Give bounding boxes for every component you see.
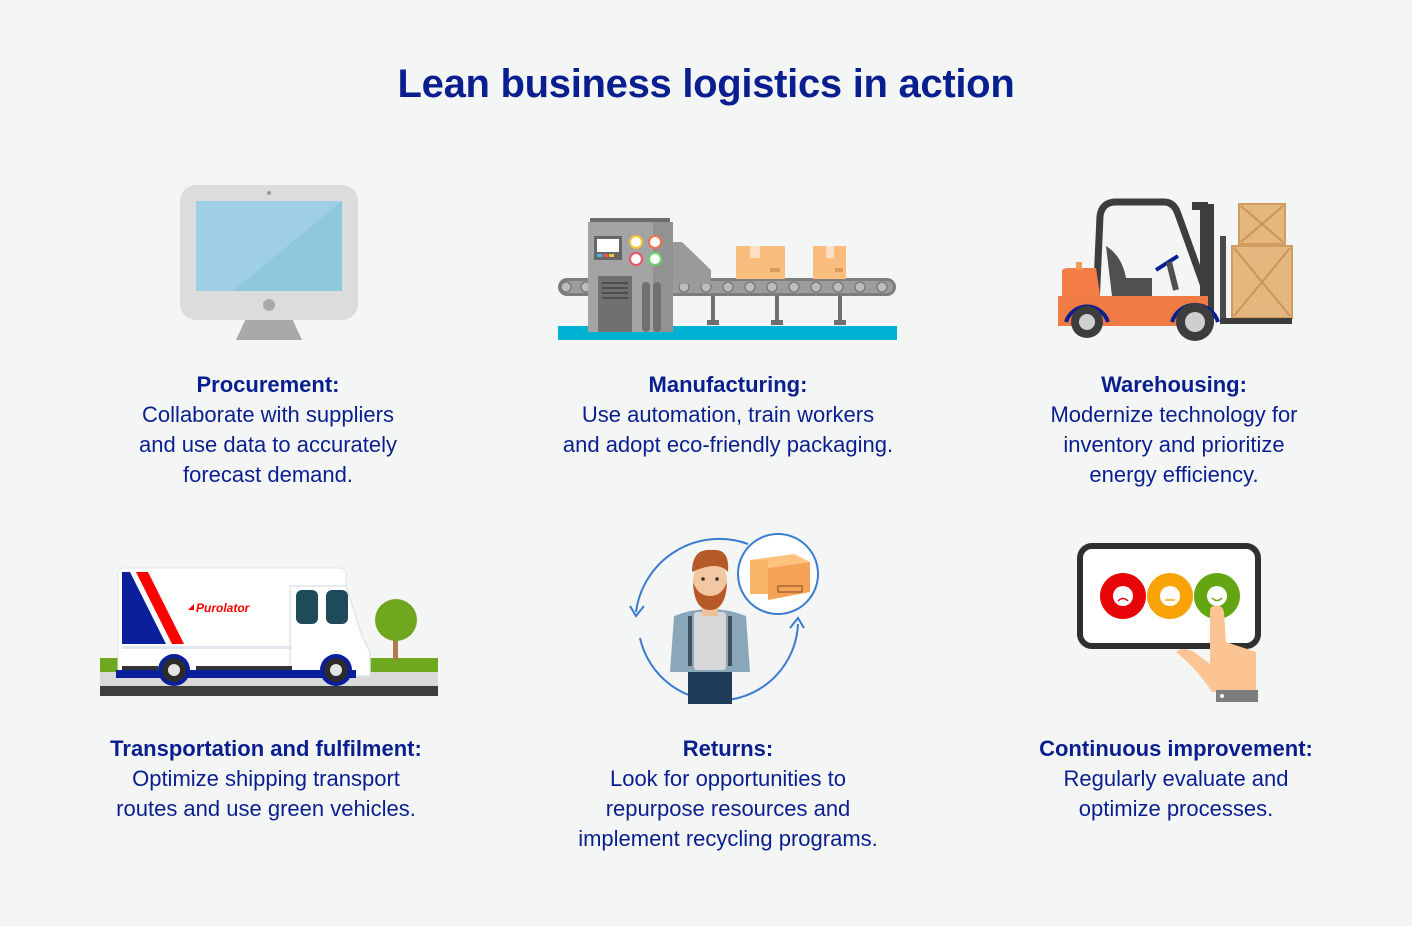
returns-line: Look for opportunities to bbox=[609, 766, 847, 791]
manufacturing-text: Manufacturing: Use automation, train wor… bbox=[498, 370, 958, 460]
page-title: Lean business logistics in action bbox=[397, 62, 1015, 106]
warehousing-heading: Warehousing: bbox=[1101, 372, 1247, 397]
manufacturing-line: Use automation, train workers bbox=[581, 402, 875, 427]
conveyor-machine-icon bbox=[558, 218, 897, 340]
transportation-text: Transportation and fulfilment: Optimize … bbox=[36, 734, 496, 824]
procurement-text: Procurement: Collaborate with suppliers … bbox=[38, 370, 498, 490]
warehousing-line: Modernize technology for bbox=[1050, 402, 1298, 427]
returns-line: implement recycling programs. bbox=[578, 826, 878, 851]
returns-line: repurpose resources and bbox=[605, 796, 851, 821]
manufacturing-line: and adopt eco-friendly packaging. bbox=[562, 432, 894, 457]
feedback-rating-icon bbox=[1077, 543, 1261, 702]
computer-monitor-icon bbox=[180, 185, 358, 340]
continuous-improvement-line: optimize processes. bbox=[1078, 796, 1274, 821]
transportation-line: routes and use green vehicles. bbox=[116, 796, 416, 821]
truck-brand-label: Purolator bbox=[196, 601, 251, 615]
returns-text: Returns: Look for opportunities to repur… bbox=[498, 734, 958, 854]
returns-heading: Returns: bbox=[682, 736, 774, 761]
forklift-icon bbox=[1058, 198, 1293, 341]
procurement-line: forecast demand. bbox=[183, 462, 353, 487]
continuous-improvement-heading: Continuous improvement: bbox=[1039, 736, 1313, 761]
warehousing-line: energy efficiency. bbox=[1089, 462, 1259, 487]
manufacturing-heading: Manufacturing: bbox=[648, 372, 808, 397]
continuous-improvement-line: Regularly evaluate and bbox=[1063, 766, 1289, 791]
procurement-heading: Procurement: bbox=[196, 372, 340, 397]
transportation-heading: Transportation and fulfilment: bbox=[110, 736, 422, 761]
warehousing-line: inventory and prioritize bbox=[1063, 432, 1285, 457]
warehousing-text: Warehousing: Modernize technology for in… bbox=[944, 370, 1404, 490]
procurement-line: and use data to accurately bbox=[138, 432, 398, 457]
returns-cycle-icon bbox=[629, 533, 819, 704]
procurement-line: Collaborate with suppliers bbox=[142, 402, 394, 427]
delivery-truck-icon: Purolator bbox=[100, 567, 438, 696]
transportation-line: Optimize shipping transport bbox=[132, 766, 400, 791]
continuous-improvement-text: Continuous improvement: Regularly evalua… bbox=[946, 734, 1406, 824]
